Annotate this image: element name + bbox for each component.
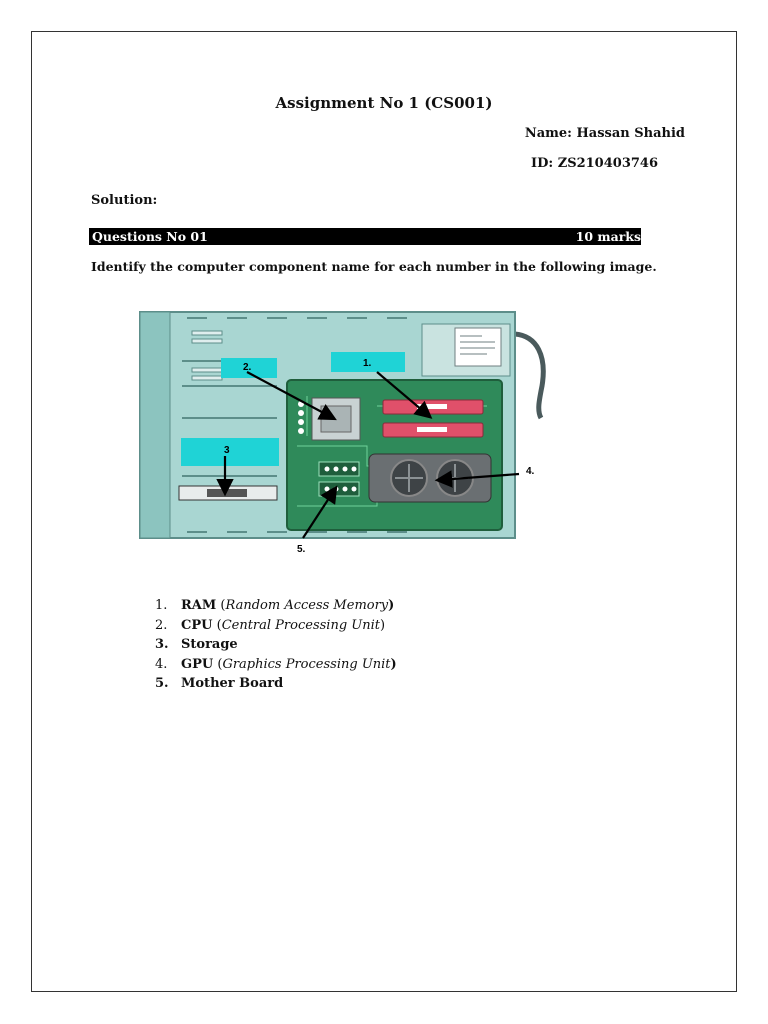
answer-description: Central Processing Unit xyxy=(221,617,380,633)
figure-label-4: 4. xyxy=(526,466,535,477)
answer-term: CPU xyxy=(181,617,213,633)
list-number: 1. xyxy=(155,598,168,613)
computer-case-illustration: 1. 2. 3 4. 5. xyxy=(139,311,546,555)
student-id: ID: ZS210403746 xyxy=(531,156,658,171)
drive-label xyxy=(207,489,247,497)
answer-description: Random Access Memory xyxy=(225,598,389,613)
page-title: Assignment No 1 (CS001) xyxy=(275,94,493,112)
label-box-2 xyxy=(221,358,277,378)
solution-label: Solution: xyxy=(91,193,158,208)
label-box-3 xyxy=(181,438,279,466)
computer-components-figure: 1. 2. 3 4. 5. xyxy=(137,306,557,556)
list-item: 2. CPU (Central Processing Unit) xyxy=(155,616,397,636)
answer-term: Mother Board xyxy=(181,676,284,691)
arrow-1 xyxy=(376,371,433,419)
question-title: Questions No 01 xyxy=(92,229,208,244)
figure-label-2: 2. xyxy=(243,362,252,373)
list-number: 3. xyxy=(155,637,169,652)
power-cable xyxy=(514,331,546,420)
question-marks: 10 marks xyxy=(575,229,641,244)
figure-label-1: 1. xyxy=(363,358,372,369)
list-number: 4. xyxy=(155,656,168,672)
question-header-bar: Questions No 01 10 marks xyxy=(89,228,641,245)
answer-term: RAM xyxy=(181,598,217,613)
list-item: 5. Mother Board xyxy=(155,674,397,694)
list-item: 1. RAM (Random Access Memory) xyxy=(155,596,397,616)
case-side-panel xyxy=(139,311,171,539)
answer-term: Storage xyxy=(181,637,238,652)
label-box-1 xyxy=(331,352,405,372)
arrow-5 xyxy=(302,485,338,539)
arrow-4 xyxy=(434,470,520,488)
figure-label-5: 5. xyxy=(297,544,306,555)
answer-list: 1. RAM (Random Access Memory) 2. CPU (Ce… xyxy=(155,596,397,694)
list-item: 4. GPU (Graphics Processing Unit) xyxy=(155,655,397,675)
list-number: 5. xyxy=(155,676,169,691)
answer-description: Graphics Processing Unit xyxy=(222,656,391,672)
arrow-2 xyxy=(246,371,337,421)
figure-label-3: 3 xyxy=(224,445,230,456)
list-item: 3. Storage xyxy=(155,635,397,655)
cpu-chip xyxy=(320,405,352,433)
header-connector-top xyxy=(318,461,360,477)
list-number: 2. xyxy=(155,617,168,633)
answer-term: GPU xyxy=(181,656,214,672)
question-instruction: Identify the computer component name for… xyxy=(91,259,657,274)
psu-sticker xyxy=(454,327,502,367)
page-border xyxy=(31,31,737,992)
student-name: Name: Hassan Shahid xyxy=(524,126,685,141)
